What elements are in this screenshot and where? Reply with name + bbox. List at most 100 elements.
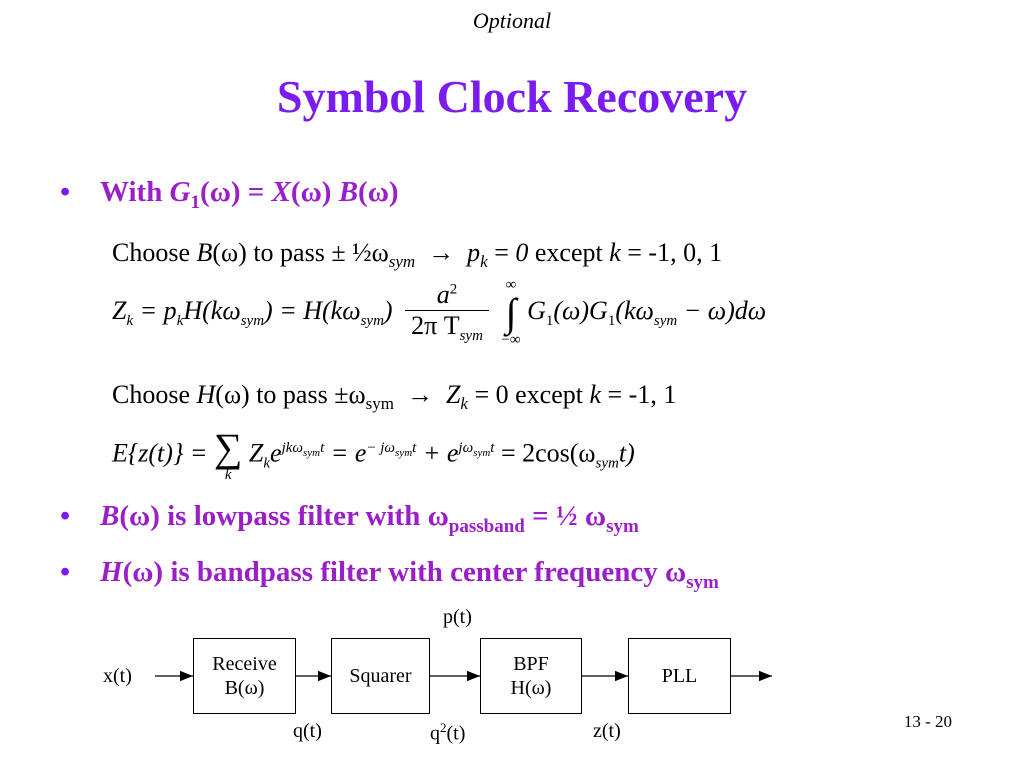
line-var: H [196,380,216,409]
signal-text: q [430,722,440,745]
block-pll: PLL [628,638,731,714]
line-var: k [589,380,602,409]
line-text: Choose [112,380,197,409]
line-text: (ω) to pass ± ½ω [212,238,389,267]
bullet-var: B [338,176,359,208]
frac-sub: sym [459,328,483,345]
bullet-text: (ω) [290,176,339,208]
eq-sub: sym [653,313,678,330]
block-label: B(ω) [224,677,265,699]
bullet-var: B [100,500,120,532]
summation-index: k [224,467,232,483]
signal-text: (t) [446,722,466,745]
choose-b-line: Choose B(ω) to pass ± ½ωsym → pk = 0 exc… [112,238,722,272]
eq-sub: 1 [607,313,616,330]
signal-z: z(t) [593,720,621,742]
integral-sign: ∫ [505,290,517,335]
block-bpf: BPF H(ω) [480,638,582,714]
line-var: k [609,238,621,267]
signal-q2: q2(t) [430,720,465,746]
bullet-sub: 1 [190,191,201,213]
bullet-text: = ½ ω [524,500,607,532]
block-label: Receive [212,653,277,675]
signal-x: x(t) [103,665,132,687]
integral-lower: −∞ [501,332,521,348]
bullet-dot: • [60,556,71,588]
bullet-text: (ω) is bandpass filter with center frequ… [122,556,687,588]
eq-term: G [527,295,546,325]
equation-expectation: E{z(t)} = ∑ k Zkejkωsymt = e− jωsymt + e… [112,428,635,483]
line-sub: sym [388,252,416,272]
eq-term: (kω [615,295,654,325]
eq-term: (ω)G [553,295,608,325]
eq-sup: t [320,439,325,456]
line-sub: k [460,394,468,414]
block-label: BPF [513,653,549,675]
eq-sup: − jω [366,439,396,456]
bullet-text: (ω) is lowpass filter with ω [119,500,449,532]
frac-num: a [436,280,450,310]
eq-sup-sub: sym [303,446,321,459]
eq-sup-sub: sym [395,446,413,459]
eq-term: ) [383,295,393,325]
bullet-dot: • [60,500,71,532]
eq-sub: sym [360,313,384,330]
integral: ∞ ∫ −∞ [501,278,520,348]
summation-sign: ∑ [213,425,243,470]
line-text: = [487,238,516,267]
eq-sub: 1 [545,313,554,330]
eq-term: Z [248,438,264,468]
eq-term: = p [133,295,177,325]
eq-sup-sub: sym [473,446,491,459]
eq-term: E{z(t)} = [112,438,214,468]
eq-sup: jkω [281,439,304,456]
eq-sup: t [490,439,495,456]
line-text: = -1, 1 [601,380,677,409]
eq-sub: k [126,313,134,330]
bullet-text: (ω) [358,176,399,208]
signal-sup: 2 [440,720,447,735]
bullet-3: • H(ω) is bandpass filter with center fre… [60,556,719,594]
eq-sup: t [412,439,417,456]
bullet-var: X [271,176,291,208]
bullet-2: •B(ω) is lowpass filter with ωpassband =… [60,500,639,538]
bullet-dot: • [60,176,71,208]
eq-sup: jω [458,439,474,456]
block-label: Squarer [349,665,412,687]
bullet-sub: sym [686,571,719,593]
bullet-text: With [100,176,170,208]
summation: ∑ k [214,428,243,483]
frac-sup: 2 [449,281,458,298]
block-squarer: Squarer [331,638,430,714]
block-diagram-connectors [155,670,772,682]
eq-sub: sym [595,455,619,472]
page-number: 13 - 20 [903,712,952,731]
line-var: Z [445,380,461,409]
eq-term: − ω)dω [677,295,767,325]
eq-sub: sym [240,313,265,330]
block-label: H(ω) [510,677,552,699]
eq-term: e [270,438,282,468]
eq-fraction: a2 2π Tsym [405,280,489,345]
bullet-1: •With G1(ω) = X(ω) B(ω) [60,176,399,214]
eq-term: t) [618,438,635,468]
eq-term: = 2cos(ω [494,438,596,468]
eq-term: Z [112,295,127,325]
block-receive: Receive B(ω) [193,638,296,714]
bullet-var: H [100,556,123,588]
integral-upper: ∞ [505,277,517,293]
frac-den: 2π T [411,311,460,341]
eq-term: ) = H(kω [264,295,361,325]
bullet-sub: sym [606,515,639,537]
eq-term: = e [324,438,367,468]
eq-term: H(kω [183,295,241,325]
equation-zk: Zk = pkH(kωsym) = H(kωsym) a2 2π Tsym ∞ … [112,278,766,348]
arrow-icon: → [406,380,433,409]
eq-sub: k [263,455,271,472]
choose-h-line: Choose H(ω) to pass ±ωsym → Zk = 0 excep… [112,380,676,414]
optional-label: Optional [472,8,552,33]
line-text: = 0 except [467,380,590,409]
line-sub: sym [365,394,394,414]
block-label: PLL [661,665,698,687]
arrow-icon: → [428,238,455,267]
